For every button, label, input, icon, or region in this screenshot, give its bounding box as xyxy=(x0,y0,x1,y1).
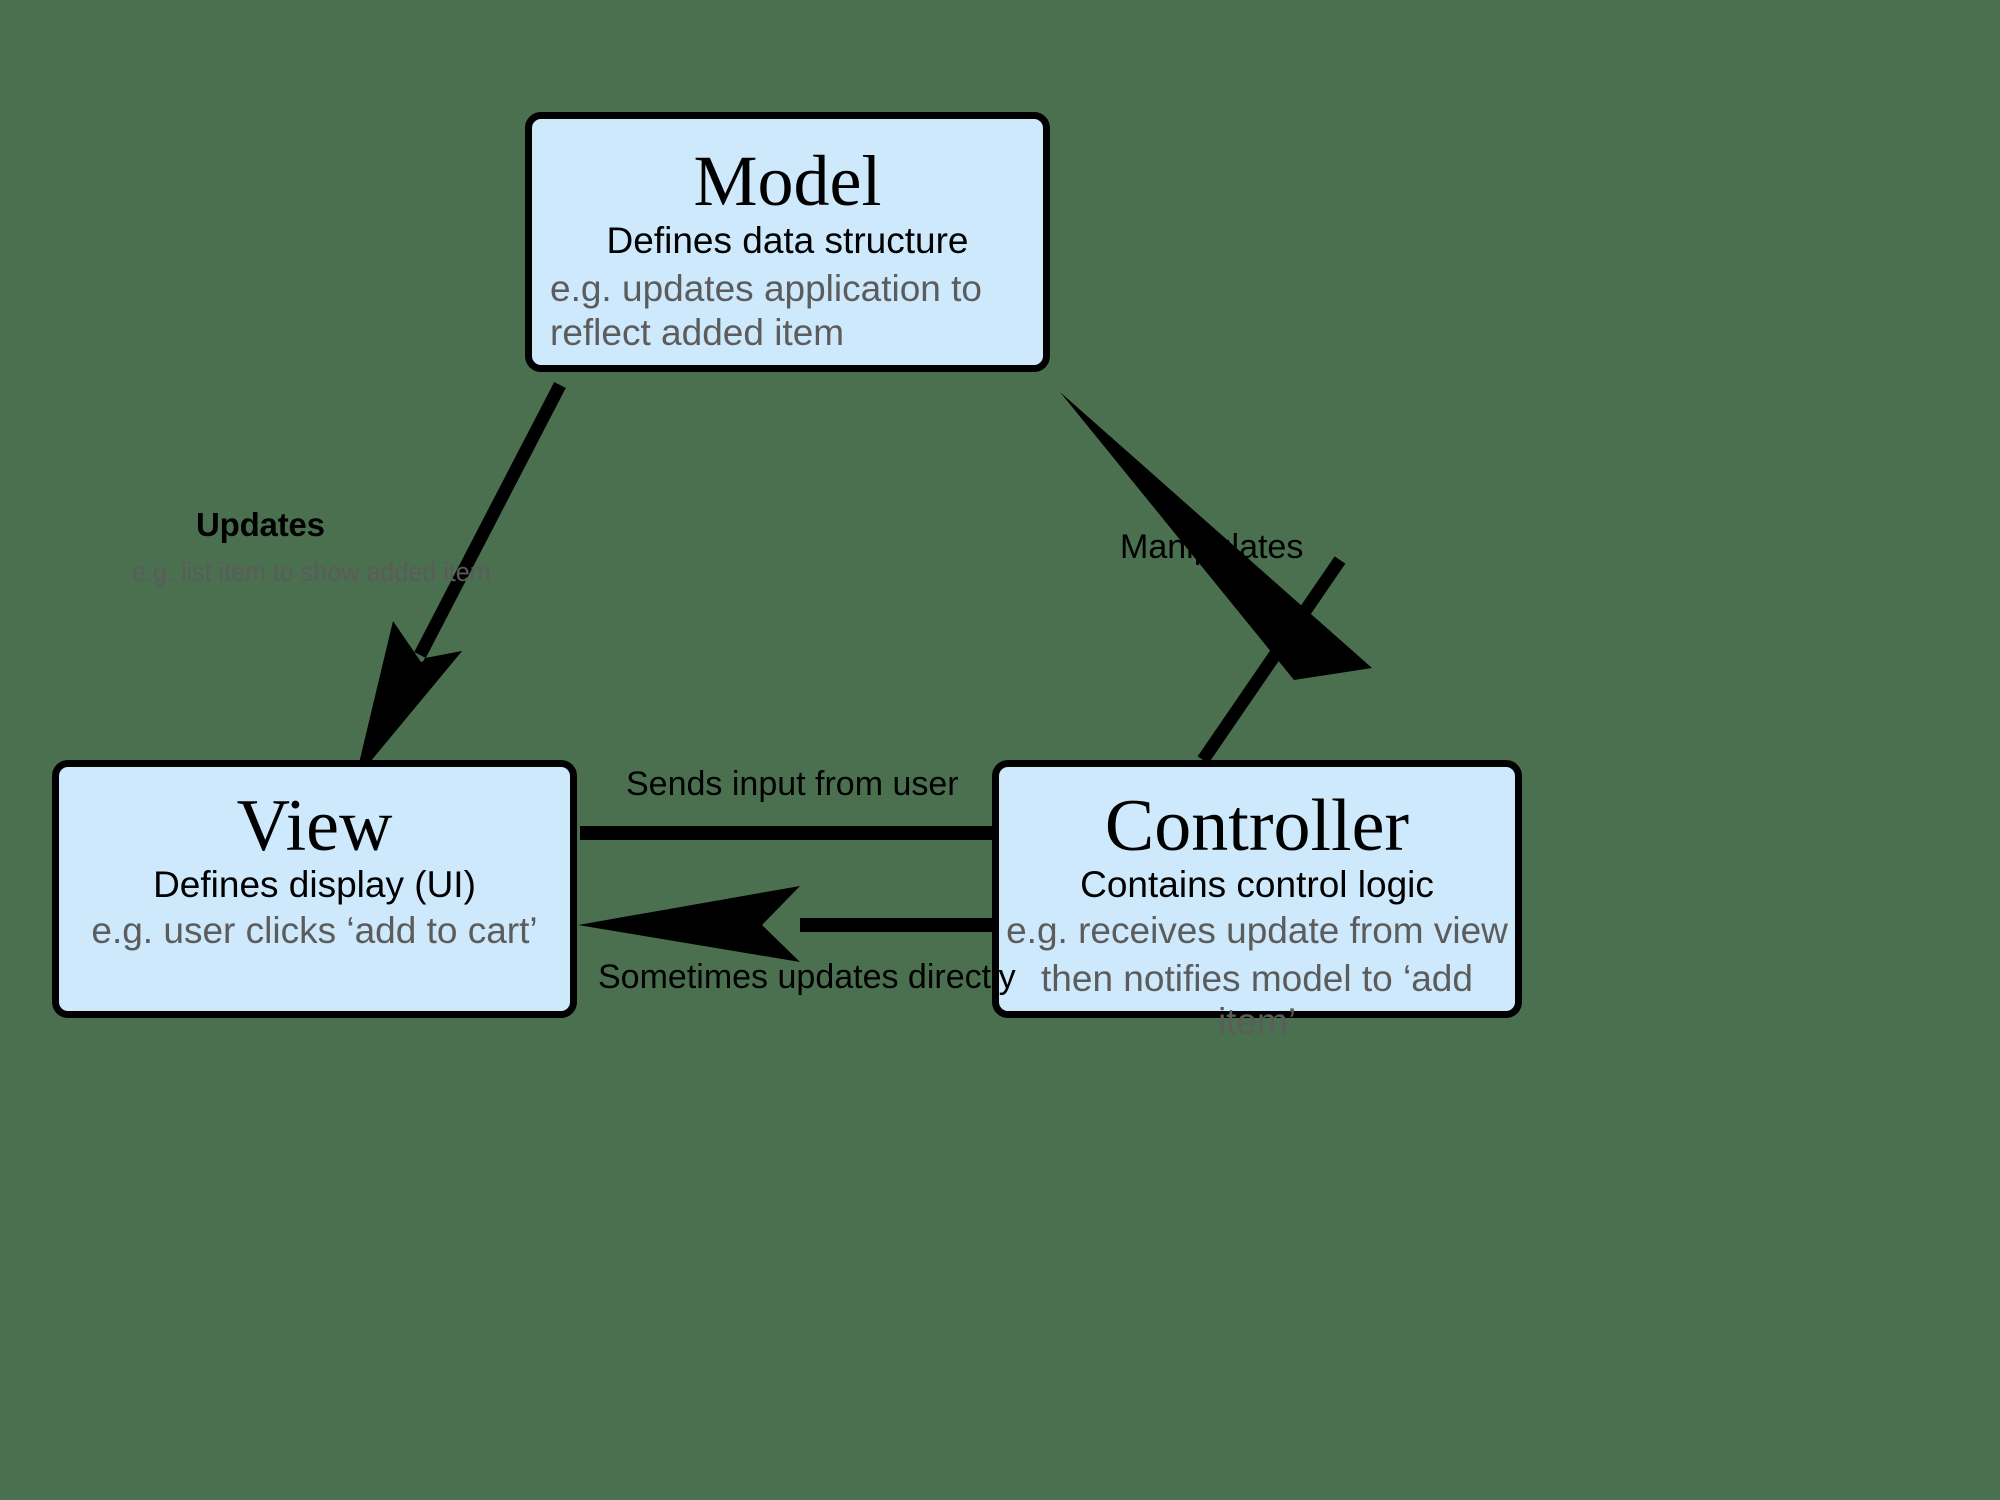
node-model-example: e.g. updates application to reflect adde… xyxy=(550,267,982,353)
node-view-title: View xyxy=(236,785,393,867)
edge-label-sometimes-updates-directly: Sometimes updates directly xyxy=(598,958,1016,996)
node-view-subtitle: Defines display (UI) xyxy=(153,864,476,905)
edge-controller-to-model xyxy=(1060,392,1372,764)
node-controller-subtitle: Contains control logic xyxy=(1080,864,1434,905)
edge-label-updates: Updates xyxy=(196,506,325,543)
edge-sublabel-updates: e.g. list item to show added item xyxy=(132,557,491,587)
edge-controller-to-view-arrowhead xyxy=(578,886,800,962)
node-controller[interactable]: Controller Contains control logic e.g. r… xyxy=(992,760,1522,1042)
edge-label-sends-input-from-user: Sends input from user xyxy=(626,765,959,803)
edge-model-to-view xyxy=(355,382,566,780)
edge-model-to-view-barb xyxy=(355,651,462,780)
edge-controller-to-model-shaft xyxy=(1197,556,1346,764)
node-view[interactable]: View Defines display (UI) e.g. user clic… xyxy=(52,760,577,1018)
edge-label-manipulates: Manipulates xyxy=(1120,528,1304,566)
edge-model-to-view-shaft xyxy=(414,382,566,658)
node-controller-example-line1: e.g. receives update from view xyxy=(1006,909,1508,951)
node-controller-title: Controller xyxy=(1104,785,1410,867)
node-view-example: e.g. user clicks ‘add to cart’ xyxy=(91,909,538,951)
node-model[interactable]: Model Defines data structure e.g. update… xyxy=(525,112,1050,372)
node-model-title: Model xyxy=(693,141,882,221)
node-model-subtitle: Defines data structure xyxy=(606,220,969,261)
edge-controller-to-model-tip xyxy=(1060,392,1372,680)
node-controller-example-line2: then notifies model to ‘add item’ xyxy=(1041,957,1473,1043)
